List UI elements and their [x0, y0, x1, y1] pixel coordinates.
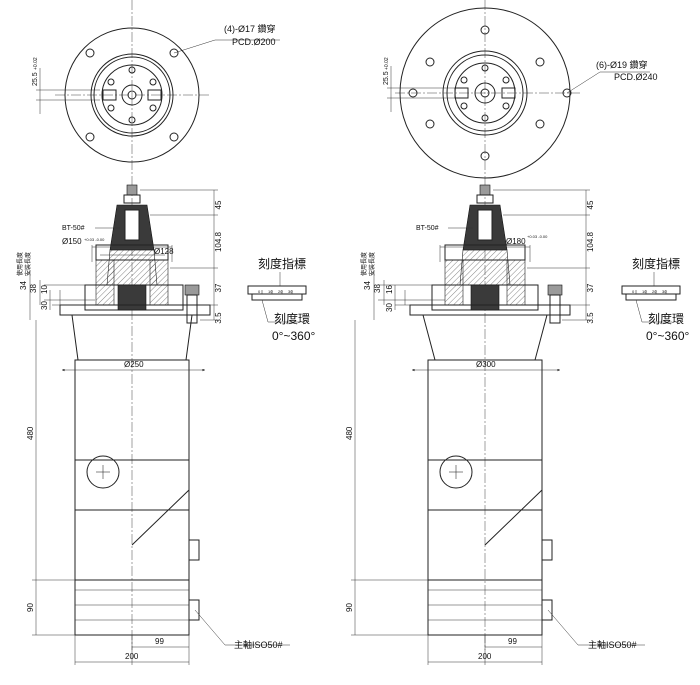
left-flange-body-circle	[90, 53, 174, 137]
right-bt-label: BT-50#	[416, 225, 439, 232]
left-dim-200: 200	[125, 652, 139, 661]
right-mount-label: 安裝長度	[368, 252, 376, 276]
left-scale-mark-10: 10	[268, 289, 273, 294]
left-bt-label: BT-50#	[62, 225, 85, 232]
right-dim-30: 30	[385, 303, 394, 312]
right-scale-mark-30: 30	[662, 289, 667, 294]
right-side-section-view: 主軸ISO50# 45 104.8 37 3.5 34 38 16 30 使用長…	[345, 184, 690, 665]
left-spindle-label: 主軸ISO50#	[234, 639, 283, 650]
left-dim-480: 480	[26, 426, 35, 440]
left-body-upper	[74, 359, 190, 461]
left-bore-outer: Ø150	[62, 237, 82, 246]
left-usage-label: 使用長度	[16, 252, 24, 276]
left-body-hole	[128, 66, 136, 74]
left-flange-plate	[59, 304, 211, 316]
right-ring-range: 0°~360°	[646, 329, 690, 343]
right-spindle-label: 主軸ISO50#	[588, 639, 637, 650]
right-dia-300: Ø300	[476, 360, 496, 369]
right-bore-outer: Ø180	[506, 237, 526, 246]
left-scale-indicator: 刻度指標 0 10 20 30 刻度環 0°~360°	[247, 256, 316, 343]
left-scale-mark-0: 0	[258, 289, 261, 294]
right-dim-104-8: 104.8	[586, 231, 595, 252]
left-dim-10: 10	[40, 285, 49, 294]
left-dim-99: 99	[155, 637, 164, 646]
right-scale-title: 刻度指標	[632, 256, 680, 271]
left-body-hole-circle	[86, 455, 120, 489]
left-top-flange-view: (4)-Ø17 鑽穿 PCD.Ø200 25.5 +0.02	[32, 0, 280, 182]
right-scale-mark-0: 0	[632, 289, 635, 294]
right-top-dim-tol: +0.02	[384, 57, 390, 70]
left-top-dim: 25.5	[32, 72, 39, 86]
right-bore-outer-tol: +0.03 -0.00	[527, 234, 548, 239]
left-side-section-view: 主軸ISO50# 45 104.8 37 3.5 34 38 10 30 使用	[16, 182, 316, 665]
right-dim-37: 37	[586, 283, 595, 292]
right-flange-plate	[409, 304, 571, 316]
right-scale-mark-20: 20	[652, 289, 657, 294]
left-dim-3-5: 3.5	[214, 312, 223, 324]
right-scale-mark-10: 10	[642, 289, 647, 294]
left-bore-inner: Ø128	[154, 247, 174, 256]
right-body-upper	[427, 359, 543, 461]
left-dim-38: 38	[29, 284, 38, 293]
right-scale-indicator: 刻度指標 0 10 20 30 刻度環 0°~360°	[621, 256, 690, 343]
left-scale-mark-30: 30	[288, 289, 293, 294]
right-top-flange-view: (6)-Ø19 鑽穿 PCD.Ø240 25.5 +0.02	[383, 0, 658, 185]
right-dim-480: 480	[345, 426, 354, 440]
left-pull-stud	[126, 184, 138, 196]
right-dim-200: 200	[478, 652, 492, 661]
right-dim-34: 34	[363, 281, 372, 290]
right-dim-90: 90	[345, 603, 354, 612]
right-top-dim: 25.5	[383, 71, 390, 85]
right-usage-label: 使用長度	[360, 252, 368, 276]
right-flange-outer-circle	[399, 7, 571, 179]
right-ring-title: 刻度環	[648, 311, 684, 326]
right-hole-note: (6)-Ø19 鑽穿	[596, 59, 648, 70]
left-dim-104-8: 104.8	[214, 231, 223, 252]
left-view: (4)-Ø17 鑽穿 PCD.Ø200 25.5 +0.02	[16, 0, 316, 665]
left-scale-mark-20: 20	[278, 289, 283, 294]
left-pcd-label: PCD.Ø200	[232, 37, 276, 47]
left-ring-title: 刻度環	[274, 311, 310, 326]
right-view: (6)-Ø19 鑽穿 PCD.Ø240 25.5 +0.02	[345, 0, 690, 665]
left-bore-outer-tol: +0.03 -0.00	[84, 237, 105, 242]
left-top-dim-tol: +0.02	[33, 57, 39, 70]
right-pcd-hole	[480, 25, 490, 35]
left-dia-250: Ø250	[124, 360, 144, 369]
left-hole-note: (4)-Ø17 鑽穿	[224, 23, 276, 34]
left-ring-range: 0°~360°	[272, 329, 316, 343]
left-dim-90: 90	[26, 603, 35, 612]
left-flange-outer-circle	[64, 27, 200, 163]
left-dim-30: 30	[40, 301, 49, 310]
left-pcd-hole	[85, 48, 95, 58]
right-dim-38: 38	[373, 284, 382, 293]
right-dim-3-5: 3.5	[586, 312, 595, 324]
right-dim-16: 16	[385, 285, 394, 294]
left-dim-34: 34	[19, 281, 28, 290]
left-scale-title: 刻度指標	[258, 256, 306, 271]
left-dim-37: 37	[214, 283, 223, 292]
right-pcd-label: PCD.Ø240	[614, 72, 658, 82]
left-dim-45: 45	[214, 200, 223, 209]
right-dim-45: 45	[586, 200, 595, 209]
left-mount-label: 安裝長度	[24, 252, 32, 276]
right-dim-99: 99	[508, 637, 517, 646]
